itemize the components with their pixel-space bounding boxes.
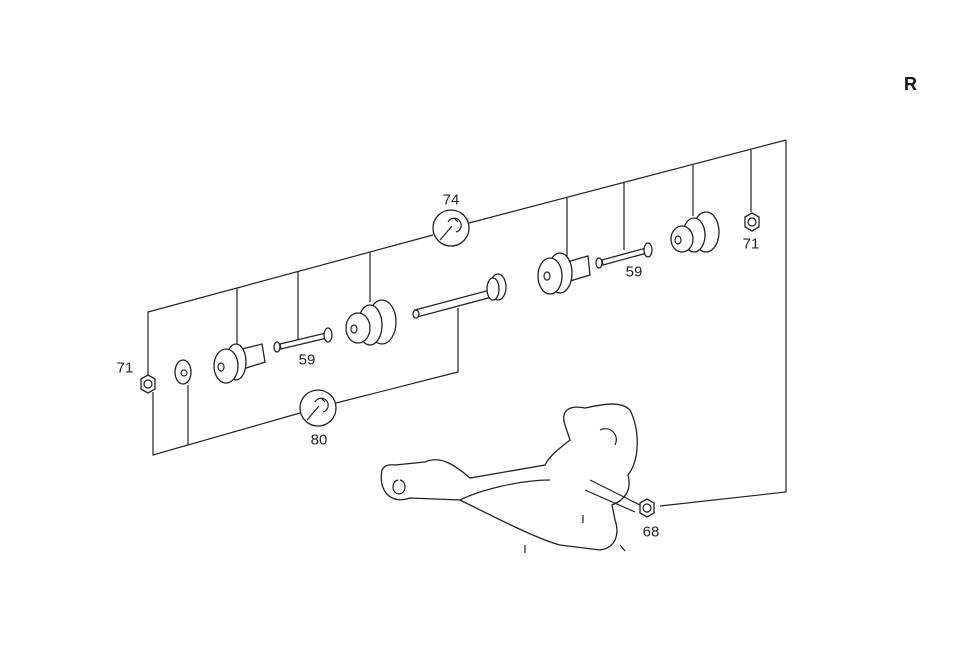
callout-label: 80 (310, 431, 328, 449)
callout-label: 74 (442, 191, 460, 209)
nut-icon (639, 498, 655, 518)
leader-lines (147, 139, 787, 507)
bushing-icon (537, 252, 591, 295)
nut-icon (140, 374, 156, 394)
control-arm-icon (380, 403, 641, 553)
bolt-icon (273, 327, 333, 353)
bushing-icon (213, 343, 266, 384)
callout-label: 71 (742, 235, 760, 253)
view-marker: R (904, 74, 917, 94)
nut-icon (744, 212, 760, 232)
callout-label: 59 (298, 351, 316, 369)
callout-label: 59 (625, 263, 643, 281)
callout-label: 68 (642, 523, 660, 541)
bushing-icon (345, 299, 397, 346)
wrench-icon-80 (299, 389, 337, 427)
bushing-icon (670, 211, 720, 253)
wrench-icon-74 (432, 209, 470, 247)
bolt-icon (595, 242, 653, 269)
callout-label: 71 (116, 359, 134, 377)
long-bolt-icon (412, 273, 507, 319)
washer-icon (174, 359, 192, 385)
